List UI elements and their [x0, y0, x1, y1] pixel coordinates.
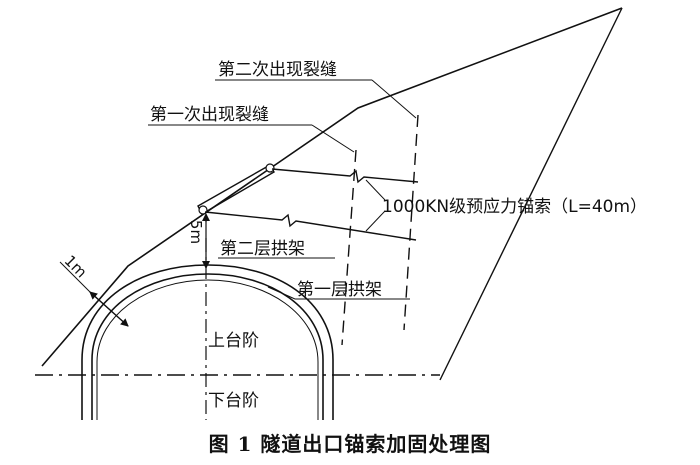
anchor-head-upper — [265, 163, 275, 173]
label-upper-bench: 上台阶 — [208, 331, 259, 351]
anchor-head-lower — [198, 205, 208, 215]
anchor-beam — [197, 164, 275, 215]
tunnel-anchor-diagram: 5m 1m 第二次出现裂缝 第一次出现裂缝 1000KN级预应力锚索（L=40m… — [35, 7, 647, 420]
leader-anchor-upper — [365, 179, 386, 201]
figure-caption: 图 1 隧道出口锚索加固处理图 — [208, 432, 492, 456]
leader-crack-second — [371, 79, 417, 119]
anchor-cable-upper — [271, 168, 419, 184]
dim-5m-label: 5m — [187, 220, 205, 244]
label-lower-bench: 下台阶 — [208, 391, 259, 411]
dim-1m-label: 1m — [61, 252, 91, 282]
dim-1m-leader — [59, 261, 93, 295]
arch-inner-2 — [96, 279, 319, 420]
label-crack-first: 第一次出现裂缝 — [150, 105, 269, 125]
crack-line-second — [403, 114, 419, 331]
leader-crack-first — [311, 124, 355, 153]
leader-arch-first — [267, 286, 296, 300]
label-crack-second: 第二次出现裂缝 — [218, 60, 337, 80]
slope-surface-line — [41, 7, 623, 367]
arch-inner — [91, 273, 324, 420]
slope-right-boundary — [439, 7, 623, 381]
crack-line-first — [341, 149, 357, 346]
leader-anchor-lower — [365, 210, 386, 232]
label-anchor-cable: 1000KN级预应力锚索（L=40m） — [382, 197, 647, 217]
anchor-cable-lower — [204, 211, 417, 241]
dim-1m-line-rev — [89, 291, 129, 327]
label-arch-second: 第二层拱架 — [220, 239, 305, 259]
label-arch-first: 第一层拱架 — [297, 280, 382, 300]
